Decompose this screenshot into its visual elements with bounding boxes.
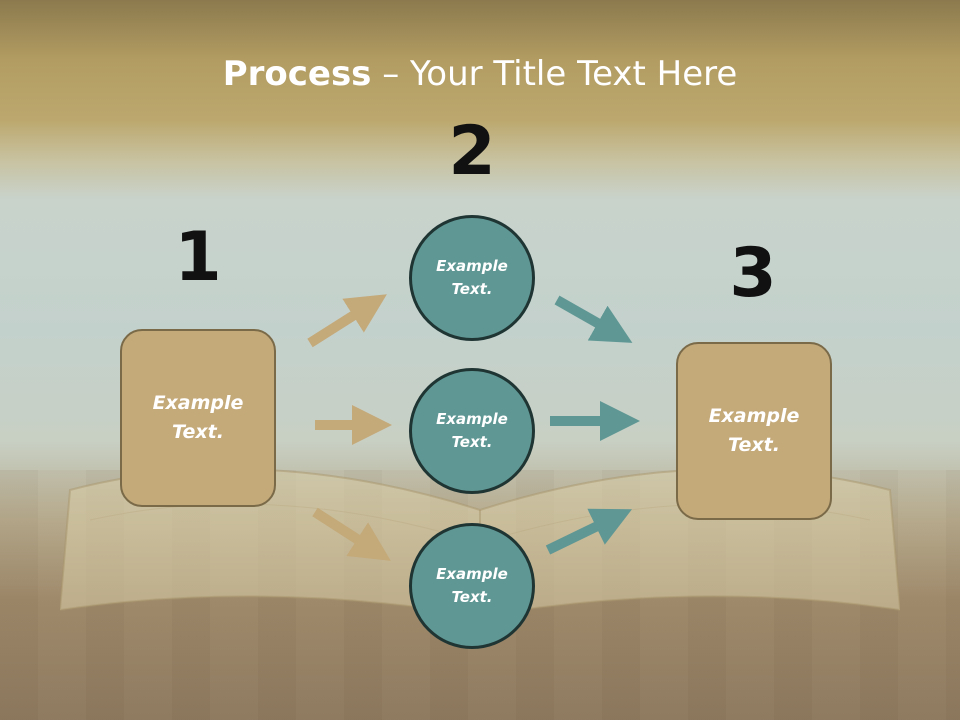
step-3-box: Example Text. [676, 342, 832, 520]
step-1-text: Example Text. [152, 392, 244, 443]
arrow-to-bottom [312, 507, 391, 561]
circle-middle-text: Example Text. [436, 410, 508, 451]
step-3-text: Example Text. [708, 405, 800, 456]
step-2-circle-middle: Example Text. [409, 368, 535, 494]
step-2-circle-top: Example Text. [409, 215, 535, 341]
step-1-box: Example Text. [120, 329, 276, 507]
step-number-3: 3 [729, 234, 777, 313]
title-strong: Process [222, 54, 372, 94]
slide-title: Process – Your Title Text Here [0, 52, 960, 96]
arrow-from-bottom [545, 508, 632, 555]
step-number-2: 2 [448, 112, 496, 191]
step-number-1: 1 [174, 218, 222, 297]
arrow-from-top [554, 295, 633, 343]
title-rest: – Your Title Text Here [371, 54, 738, 94]
step-2-circle-bottom: Example Text. [409, 523, 535, 649]
circle-bottom-text: Example Text. [436, 565, 508, 606]
circle-top-text: Example Text. [436, 257, 508, 298]
arrow-to-top [307, 294, 387, 348]
